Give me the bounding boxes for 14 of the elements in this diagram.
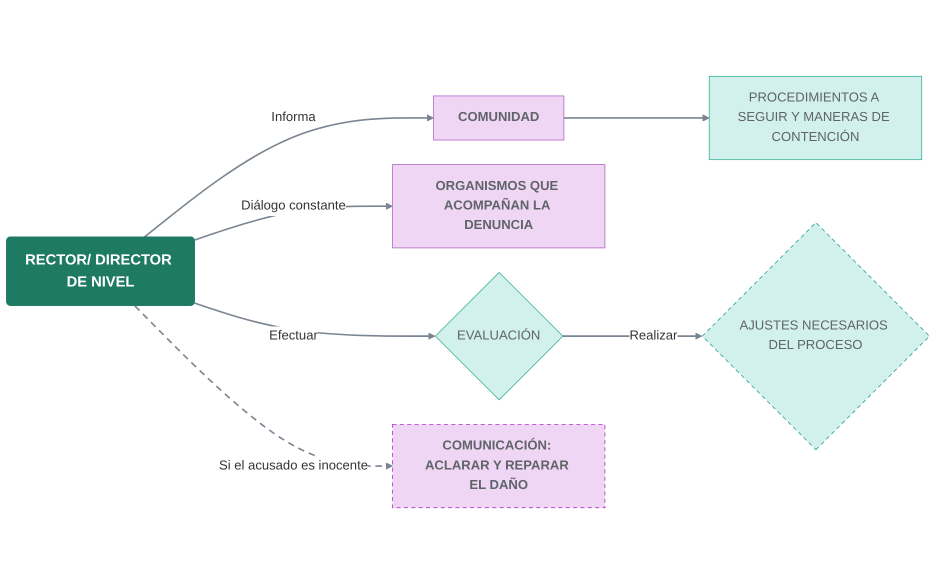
- node-box: ORGANISMOS QUE ACOMPAÑAN LA DENUNCIA: [392, 164, 606, 248]
- arrow: [134, 305, 393, 470]
- edge-label: Diálogo constante: [241, 198, 346, 213]
- node-box: PROCEDIMIENTOS A SEGUIR Y MANERAS DE CONTENCIÓN: [708, 76, 922, 160]
- edge-label: Efectuar: [269, 328, 318, 343]
- edge-label: Informa: [271, 110, 316, 125]
- node-diamond: EVALUACIÓN: [434, 272, 564, 400]
- node-box: COMUNICACIÓN: ACLARAR Y REPARAR EL DAÑO: [392, 424, 606, 508]
- node-diamond: AJUSTES NECESARIOS DEL PROCESO: [702, 222, 930, 450]
- edge-label: Realizar: [629, 328, 678, 343]
- node-box: COMUNIDAD: [433, 96, 564, 140]
- arrow: [564, 114, 710, 122]
- arrow: [144, 114, 434, 238]
- edge-label: Si el acusado es inocente: [218, 458, 368, 473]
